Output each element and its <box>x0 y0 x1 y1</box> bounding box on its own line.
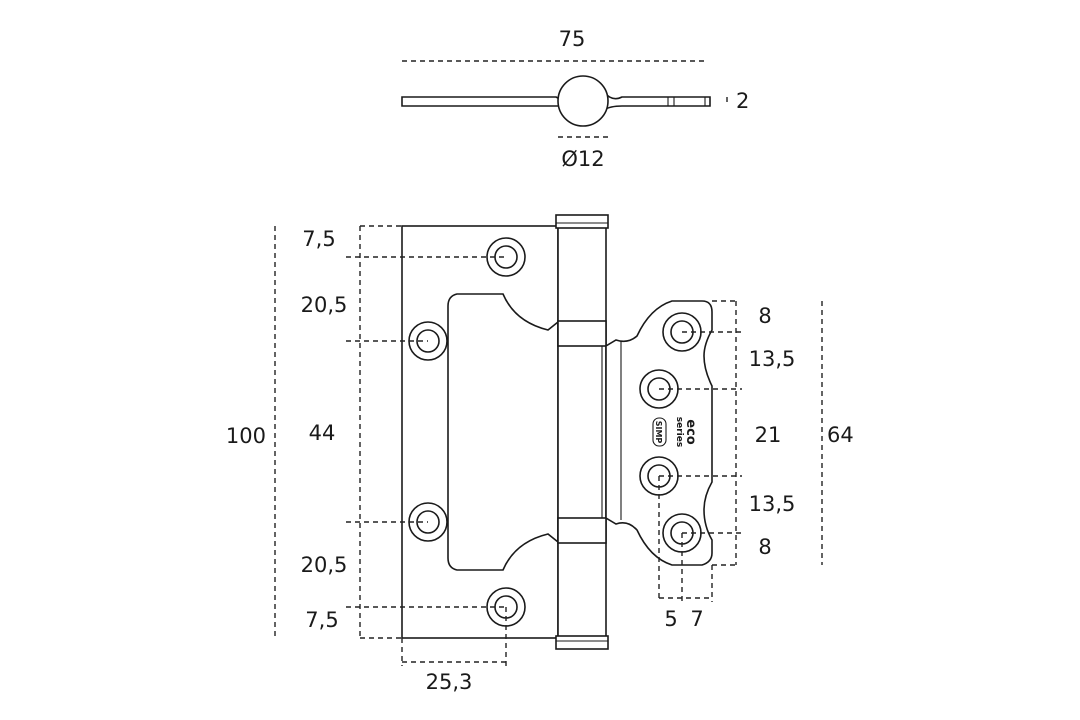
edge-offset-b-label: 7 <box>690 607 703 631</box>
outer-spacing-upper-label: 20,5 <box>301 293 348 317</box>
knuckle-top-cap <box>555 214 609 229</box>
top-diameter-label: Ø12 <box>561 147 604 171</box>
top-view-left-leaf <box>401 96 567 107</box>
front-view: eco series SIMP 100 7,5 20,5 44 20,5 7,5… <box>226 214 854 694</box>
eco-series-logo: eco series SIMP <box>652 417 698 447</box>
overall-height-label: 100 <box>226 424 266 448</box>
top-view: 75 2 Ø12 <box>401 27 749 171</box>
inner-spacing-2-label: 13,5 <box>749 347 796 371</box>
knuckle-bottom-cap <box>555 635 609 650</box>
outer-hole-offset-top-label: 7,5 <box>302 227 335 251</box>
inner-leaf-plate <box>605 300 713 566</box>
inner-spacing-5-label: 8 <box>758 535 771 559</box>
outer-leaf-plate <box>401 225 559 639</box>
knuckle-barrel <box>557 225 607 639</box>
logo-brand-text: SIMP <box>654 421 663 444</box>
top-width-label: 75 <box>559 27 586 51</box>
top-thickness-label: 2 <box>736 89 749 113</box>
top-view-right-leaf <box>603 89 711 112</box>
outer-spacing-lower-label: 20,5 <box>301 553 348 577</box>
logo-brand-badge <box>652 417 667 447</box>
outer-leaf-cutout <box>447 293 559 571</box>
screw-hole-outer-ring <box>486 237 526 277</box>
outer-hole-offset-bottom-label: 7,5 <box>305 608 338 632</box>
knuckle-lower-joint <box>557 517 607 544</box>
logo-series-text: series <box>674 417 684 447</box>
logo-eco-text: eco <box>683 419 698 445</box>
inner-spacing-4-label: 13,5 <box>749 492 796 516</box>
edge-offset-a-label: 5 <box>664 607 677 631</box>
top-view-knuckle <box>557 75 609 127</box>
outer-spacing-middle-label: 44 <box>309 421 336 445</box>
inner-leaf-height-label: 64 <box>827 423 854 447</box>
screw-hole-inner-ring <box>416 329 440 353</box>
inner-spacing-1-label: 8 <box>758 304 771 328</box>
inner-spacing-3-label: 21 <box>755 423 782 447</box>
knuckle-upper-joint <box>557 320 607 347</box>
screw-hole-inner-ring <box>416 510 440 534</box>
hole-edge-distance-label: 25,3 <box>426 670 473 694</box>
